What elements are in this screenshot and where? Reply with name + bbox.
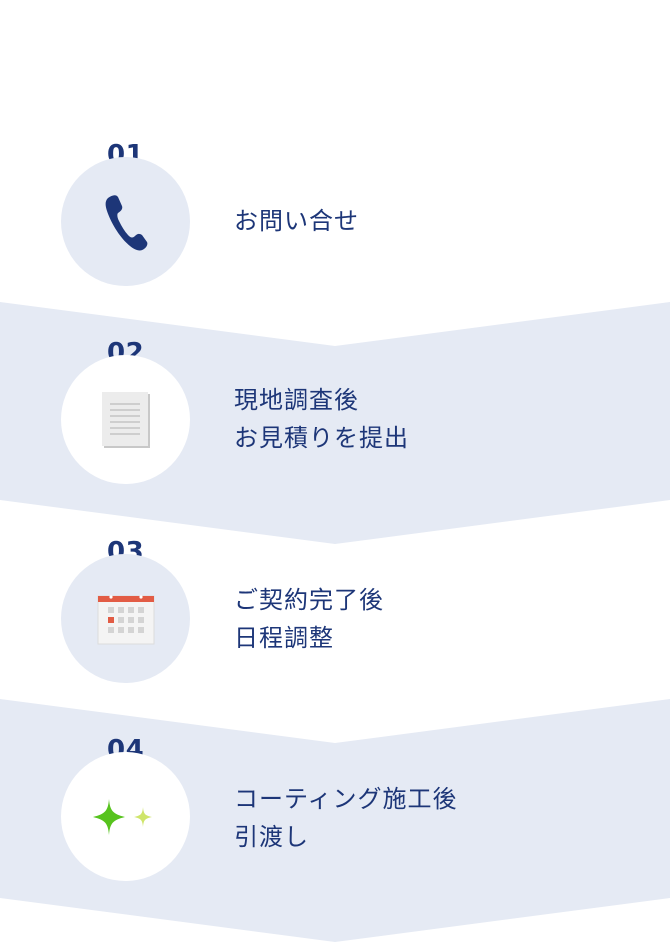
step-01: 01 お問い合せ: [0, 140, 670, 340]
step-label: お問い合せ: [234, 202, 359, 240]
step-4-band: [0, 699, 670, 942]
calendar-icon: [97, 594, 154, 644]
step-2-band: [0, 302, 670, 544]
step-03: 03 ご契約完了後 日程調整: [0, 537, 670, 737]
step-label: コーティング施工後 引渡し: [234, 780, 458, 856]
step-label-line: お見積りを提出: [234, 424, 409, 452]
phone-icon: [105, 194, 147, 250]
step-label-line: 引渡し: [234, 823, 309, 851]
step-label: ご契約完了後 日程調整: [234, 581, 384, 657]
step-label-line: ご契約完了後: [234, 586, 384, 614]
step-label-line: 現地調査後: [234, 386, 359, 414]
step-icon-circle: [61, 554, 190, 683]
step-label-line: お問い合せ: [234, 207, 359, 235]
step-icon-circle: [61, 157, 190, 286]
sparkles-icon: [92, 798, 152, 835]
step-label-line: 日程調整: [234, 624, 334, 652]
document-icon: [101, 391, 150, 448]
step-02: 02 現地調査後 お見積りを提出: [0, 338, 670, 538]
step-icon-circle: [61, 752, 190, 881]
step-label: 現地調査後 お見積りを提出: [234, 381, 409, 457]
step-label-line: コーティング施工後: [234, 785, 458, 813]
step-icon-circle: [61, 355, 190, 484]
step-04: 04 コーティング施工後 引渡し: [0, 735, 670, 935]
